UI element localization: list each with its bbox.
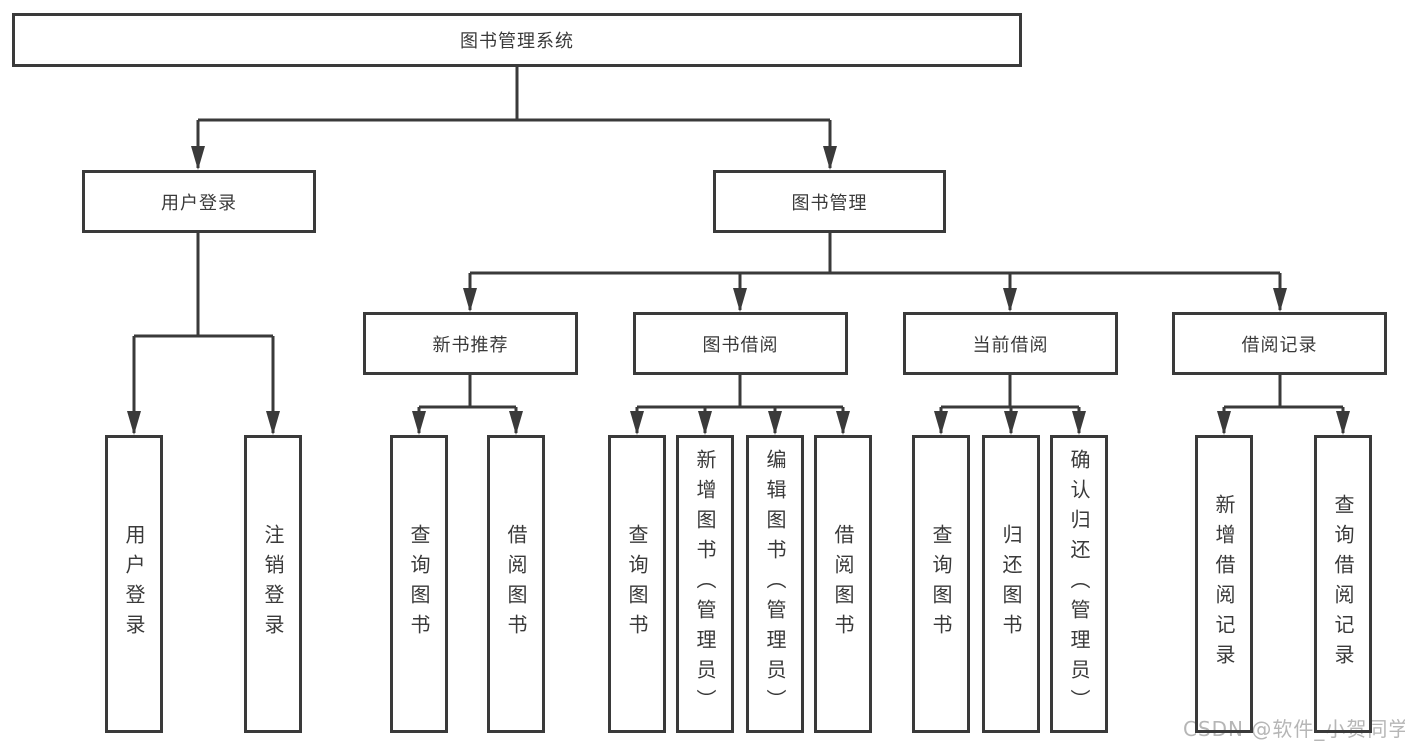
leaf-add-books-admin-label: 新增图书（管理员） — [693, 449, 717, 719]
leaf-query-books-current-label: 查询图书 — [929, 524, 953, 644]
connector-user-login-branch — [127, 233, 280, 435]
node-book-management-label: 图书管理 — [791, 192, 868, 214]
leaf-logout-label: 注销登录 — [261, 524, 285, 644]
leaf-return-books-label: 归还图书 — [999, 524, 1023, 644]
connector-borrow-records-branch — [1217, 375, 1350, 435]
leaf-return-books: 归还图书 — [982, 435, 1040, 733]
connector-root-to-level2 — [191, 67, 837, 170]
leaf-borrow-books-label: 借阅图书 — [831, 524, 855, 644]
node-root-library-system: 图书管理系统 — [12, 13, 1022, 67]
node-current-borrowing: 当前借阅 — [903, 312, 1118, 375]
leaf-query-books-borrow: 查询图书 — [608, 435, 666, 733]
leaf-query-books-recommend: 查询图书 — [390, 435, 448, 733]
node-root-label: 图书管理系统 — [460, 31, 574, 52]
leaf-add-books-admin: 新增图书（管理员） — [676, 435, 734, 733]
leaf-borrow-books-recommend: 借阅图书 — [487, 435, 545, 733]
connector-book-borrow-branch — [630, 375, 850, 435]
node-book-management: 图书管理 — [713, 170, 946, 233]
node-book-borrowing: 图书借阅 — [633, 312, 848, 375]
node-borrowing-records-label: 借阅记录 — [1241, 334, 1318, 356]
leaf-query-books-current: 查询图书 — [912, 435, 970, 733]
leaf-logout: 注销登录 — [244, 435, 302, 733]
node-user-login: 用户登录 — [82, 170, 316, 233]
csdn-watermark: CSDN @软件_小贺同学 — [1183, 717, 1405, 741]
leaf-edit-books-admin-label: 编辑图书（管理员） — [763, 449, 787, 719]
node-borrowing-records: 借阅记录 — [1172, 312, 1387, 375]
leaf-borrow-books: 借阅图书 — [814, 435, 872, 733]
leaf-edit-books-admin: 编辑图书（管理员） — [746, 435, 804, 733]
leaf-query-borrow-record-label: 查询借阅记录 — [1331, 494, 1355, 674]
leaf-query-books-borrow-label: 查询图书 — [625, 524, 649, 644]
connector-current-borrow-branch — [934, 375, 1086, 435]
connector-book-management-branch — [463, 233, 1287, 312]
leaf-query-borrow-record: 查询借阅记录 — [1314, 435, 1372, 733]
leaf-user-login-label: 用户登录 — [122, 524, 146, 644]
node-current-borrowing-label: 当前借阅 — [972, 334, 1049, 356]
leaf-add-borrow-record: 新增借阅记录 — [1195, 435, 1253, 733]
leaf-user-login: 用户登录 — [105, 435, 163, 733]
leaf-confirm-return-admin: 确认归还（管理员） — [1050, 435, 1108, 733]
leaf-confirm-return-admin-label: 确认归还（管理员） — [1067, 449, 1091, 719]
node-new-book-recommendation-label: 新书推荐 — [432, 334, 509, 356]
connector-new-book-branch — [412, 375, 523, 435]
node-book-borrowing-label: 图书借阅 — [702, 334, 779, 356]
leaf-query-books-recommend-label: 查询图书 — [407, 524, 431, 644]
leaf-add-borrow-record-label: 新增借阅记录 — [1212, 494, 1236, 674]
node-new-book-recommendation: 新书推荐 — [363, 312, 578, 375]
node-user-login-label: 用户登录 — [161, 192, 237, 214]
leaf-borrow-books-recommend-label: 借阅图书 — [504, 524, 528, 644]
